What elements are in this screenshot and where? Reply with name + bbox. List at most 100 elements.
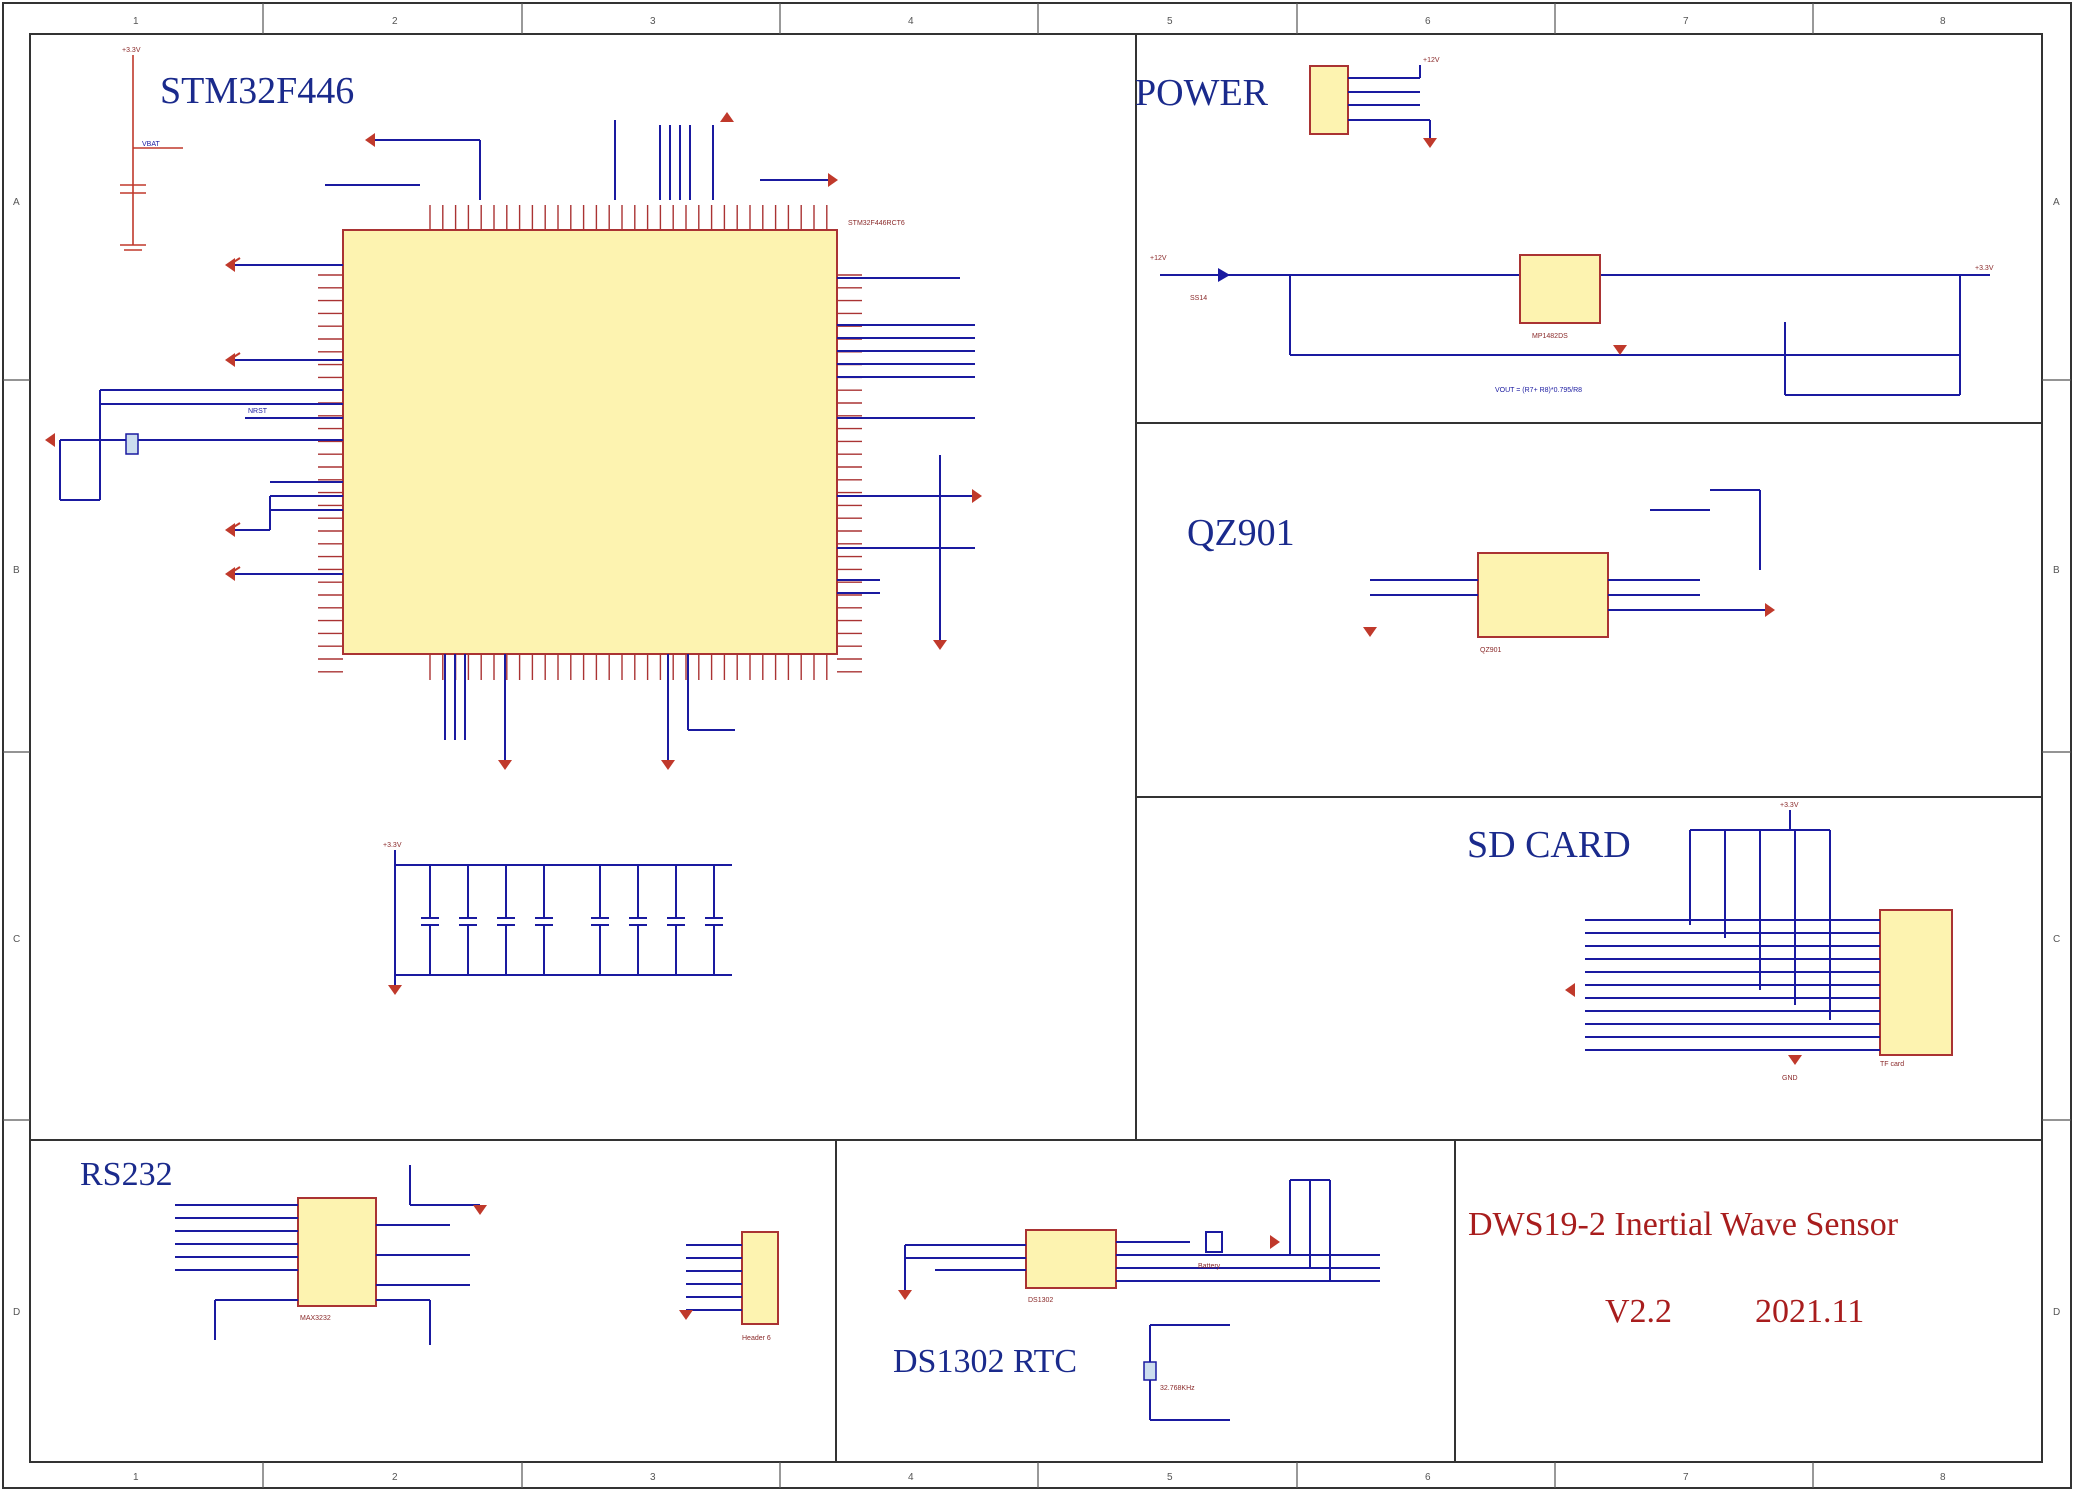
- vbat-network: [120, 55, 183, 251]
- power-output-label: +3.3V: [1975, 265, 1994, 272]
- ruler-col-3-bottom: 3: [650, 1472, 656, 1483]
- gnd-arrow-rtc-2: [898, 1290, 912, 1300]
- ruler-col-7-bottom: 7: [1683, 1472, 1689, 1483]
- gnd-arrow-4: [225, 567, 235, 581]
- ruler-col-4-bottom: 4: [908, 1472, 914, 1483]
- crystal-y2[interactable]: [1143, 1361, 1157, 1381]
- rs232-signal-lines: [175, 1204, 298, 1271]
- gnd-arrow-header: [679, 1310, 693, 1320]
- gnd-arrow-sd-2: [1788, 1055, 1802, 1065]
- power-input-label: +12V: [1150, 255, 1167, 262]
- gnd-arrow-right-2: [933, 640, 947, 650]
- gnd-arrow-bottom-2: [661, 760, 675, 770]
- ruler-row-a-right: A: [2053, 197, 2060, 208]
- ruler-col-6-bottom: 6: [1425, 1472, 1431, 1483]
- sd-signal-lines: [1585, 919, 1880, 1051]
- ruler-row-b-right: B: [2053, 565, 2060, 576]
- vbat-net-label: VBAT: [142, 141, 160, 148]
- rs232-header-label: Header 6: [742, 1335, 771, 1342]
- gnd-arrow-3: [225, 523, 235, 537]
- ruler-col-5-bottom: 5: [1167, 1472, 1173, 1483]
- rtc-battery[interactable]: [1205, 1231, 1223, 1253]
- ruler-row-a: A: [13, 197, 20, 208]
- ruler-col-1-bottom: 1: [133, 1472, 139, 1483]
- u2-model-label: MP1482DS: [1532, 333, 1568, 340]
- u2-regulator-chip[interactable]: [1519, 254, 1601, 324]
- battery-label: Battery: [1198, 1263, 1221, 1270]
- nrst-net-label: NRST: [248, 408, 268, 415]
- ruler-row-d: D: [13, 1307, 20, 1318]
- crystal-label: 32.768KHz: [1160, 1385, 1195, 1392]
- ruler-col-2-bottom: 2: [392, 1472, 398, 1483]
- decoupling-capacitors: [421, 865, 723, 975]
- project-version: V2.2: [1605, 1293, 1672, 1330]
- pwr-arrow-top: [720, 112, 734, 122]
- u3-max3232-chip[interactable]: [297, 1197, 377, 1307]
- sd-model-label: TF card: [1880, 1061, 1904, 1068]
- gnd-arrow-power-conn: [1423, 138, 1437, 148]
- ruler-col-1: 1: [133, 16, 139, 27]
- vout-formula: VOUT = (R7+ R8)*0.795/R8: [1495, 387, 1582, 394]
- gnd-arrow-top-1: [365, 133, 375, 147]
- rtc-section-title: DS1302 RTC: [893, 1343, 1077, 1380]
- diode-d1[interactable]: [1218, 268, 1230, 282]
- rs232-header[interactable]: [741, 1231, 779, 1325]
- crystal-y1[interactable]: [125, 433, 139, 455]
- mcu-right-wiring: [837, 277, 975, 640]
- ruler-col-8-bottom: 8: [1940, 1472, 1946, 1483]
- capbank-supply-label: +3.3V: [383, 842, 402, 849]
- project-date: 2021.11: [1755, 1293, 1864, 1330]
- project-title: DWS19-2 Inertial Wave Sensor: [1468, 1206, 1899, 1243]
- u1-model-label: STM32F446RCT6: [848, 220, 905, 227]
- sdcard-section-title: SD CARD: [1467, 824, 1631, 866]
- ruler-col-4: 4: [908, 16, 914, 27]
- gnd-arrow-2: [225, 353, 235, 367]
- u1-mcu-chip[interactable]: [342, 229, 838, 655]
- ruler-col-6: 6: [1425, 16, 1431, 27]
- gnd-arrow-5: [45, 433, 55, 447]
- gnd-arrow-right-1: [972, 489, 982, 503]
- ruler-col-3: 3: [650, 16, 656, 27]
- gnd-arrow-top-2: [828, 173, 838, 187]
- ruler-row-d-right: D: [2053, 1307, 2060, 1318]
- ruler-ticks: [3, 3, 2071, 1488]
- gnd-arrow-reg: [1613, 345, 1627, 355]
- sd-supply-label: +3.3V: [1780, 802, 1799, 809]
- ruler-row-b: B: [13, 565, 20, 576]
- gnd-arrow-imu-2: [1363, 627, 1377, 637]
- gnd-arrow-sd-1: [1565, 983, 1575, 997]
- imu-chip[interactable]: [1477, 552, 1609, 638]
- power-connector-wiring: [1348, 65, 1431, 138]
- vbat-supply-label: +3.3V: [122, 47, 141, 54]
- power-section-title: POWER: [1135, 72, 1269, 114]
- ruler-col-2: 2: [392, 16, 398, 27]
- section-dividers: [30, 34, 2042, 1462]
- mcu-top-wiring: [325, 120, 830, 200]
- u4-ds1302-chip[interactable]: [1025, 1229, 1117, 1289]
- ruler-col-8: 8: [1940, 16, 1946, 27]
- imu-model-label: QZ901: [1480, 647, 1502, 654]
- rs232-section-title: RS232: [80, 1156, 173, 1193]
- rs232-caps: [214, 1165, 480, 1345]
- mcu-left-wiring: [59, 264, 343, 575]
- sd-gnd-label: GND: [1782, 1075, 1798, 1082]
- inner-border: [29, 33, 2043, 1463]
- u3-model-label: MAX3232: [300, 1315, 331, 1322]
- ruler-row-c: C: [13, 934, 20, 945]
- gnd-arrow-imu: [1765, 603, 1775, 617]
- sd-pullups: [1689, 810, 1831, 1020]
- diode-label: SS14: [1190, 295, 1207, 302]
- sd-card-connector[interactable]: [1879, 909, 1953, 1056]
- gnd-arrow-bottom-1: [498, 760, 512, 770]
- ruler-col-5: 5: [1167, 16, 1173, 27]
- gnd-arrow-rs232: [473, 1205, 487, 1215]
- gnd-arrow-1: [225, 258, 235, 272]
- power-conn-supply-label: +12V: [1423, 57, 1440, 64]
- mcu-bottom-wiring: [444, 654, 735, 760]
- u4-model-label: DS1302: [1028, 1297, 1053, 1304]
- rs232-header-lines: [686, 1244, 742, 1311]
- power-connector[interactable]: [1309, 65, 1349, 135]
- gnd-arrow-capbank: [388, 985, 402, 995]
